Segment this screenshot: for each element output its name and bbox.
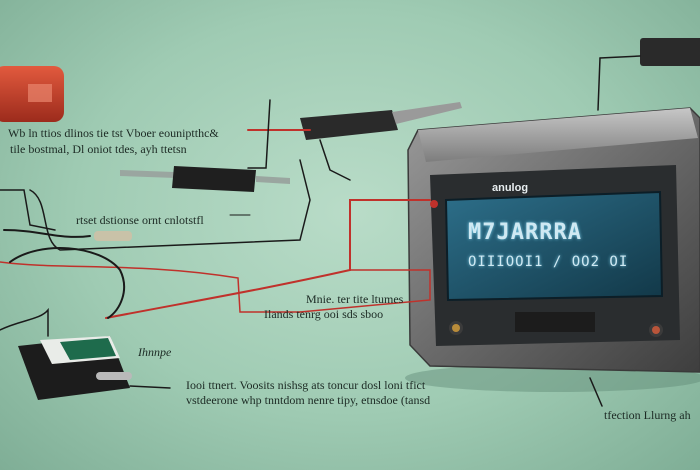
probe-icon: [300, 102, 462, 140]
digital-meter-device: [407, 107, 700, 373]
label-middle: rtset dstionse ornt cnlotstfl: [76, 213, 204, 227]
device-brand-label: anulog: [492, 182, 529, 194]
label-bottom-line2: vstdeerone whp tnntdom nenre tipy, etnsd…: [186, 393, 431, 407]
connector-block-icon: [18, 336, 132, 400]
label-bottom-line1: Iooi ttnert. Voosits nishsg ats toncur d…: [186, 378, 426, 392]
label-top-line2: tile bostmal, Dl oniot tdes, ayh ttetsn: [10, 142, 187, 156]
plug-icon: [640, 38, 700, 66]
resistor-icon: [94, 231, 132, 241]
label-right-line1: Mnie. ter tite ltumes: [306, 292, 404, 306]
label-bottom-right: tfection Llurng ah: [604, 408, 691, 422]
battery-icon: [0, 66, 64, 122]
display-reading-secondary: OIIIOOI1 / OO2 OI: [468, 254, 629, 270]
label-probe: Ihnnpe: [138, 345, 172, 359]
fuse-icon: [120, 166, 290, 192]
label-top-line1: Wb ln ttios dlinos tie tst Vboer eounipt…: [8, 126, 219, 140]
label-right-line2: Ilands tenrg ooi sds sboo: [264, 307, 384, 321]
wires: [0, 55, 641, 407]
display-reading-primary: M7JARRRA: [468, 220, 582, 245]
